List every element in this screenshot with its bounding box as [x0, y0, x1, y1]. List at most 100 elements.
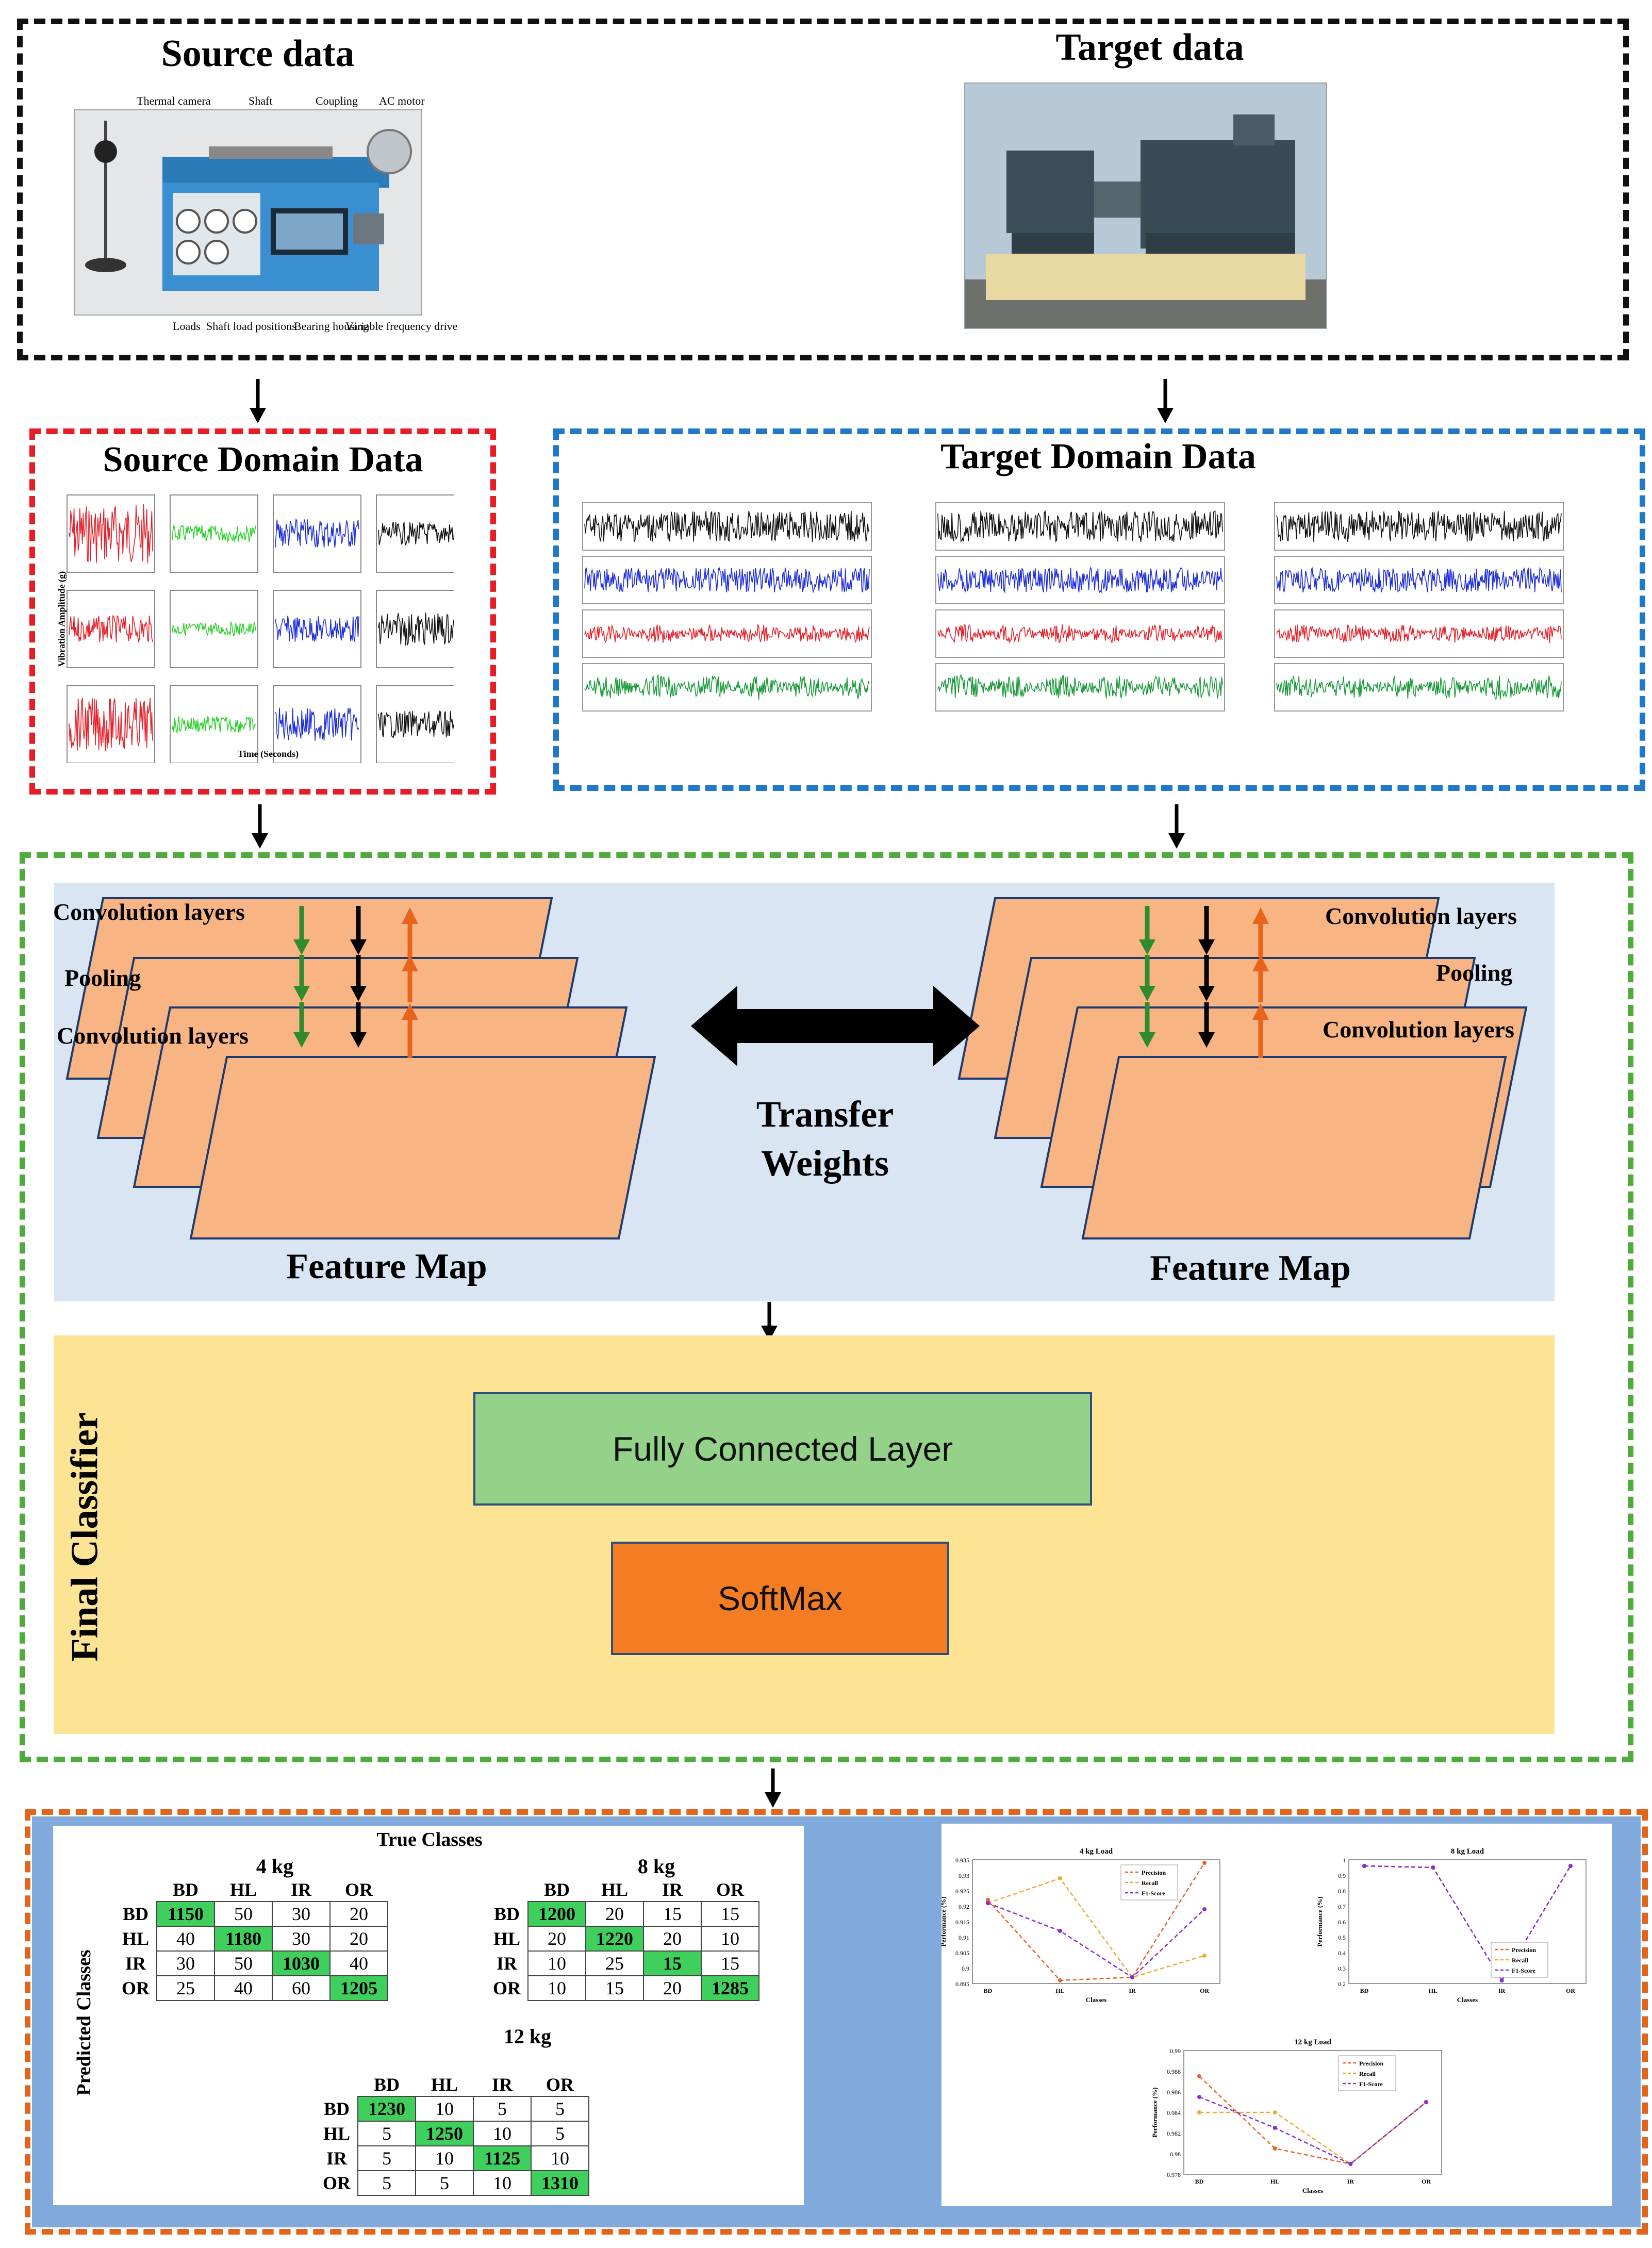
cm-12kg-col: BD — [373, 2074, 400, 2095]
cm-12kg-row: BD — [323, 2098, 350, 2119]
series-point — [1431, 1865, 1435, 1870]
cm-12kg-col: OR — [546, 2074, 574, 2095]
cm-cell: 20 — [585, 1901, 644, 1927]
callout-bearing-housing: Bearing housing — [294, 320, 369, 333]
series-point — [986, 1901, 990, 1905]
arrow-source-down — [250, 379, 266, 423]
y-tick-label: 0.982 — [1167, 2130, 1181, 2137]
callout-shaft-load-positions: Shaft load positions — [206, 320, 296, 333]
x-tick-label: HL — [1429, 1987, 1438, 1994]
source-signal-plot — [170, 590, 258, 668]
chart-title: 12 kg Load — [1294, 2038, 1331, 2046]
cm-4kg-row: OR — [122, 1978, 150, 1998]
cm-cell: 5 — [357, 2121, 416, 2146]
arrow-to-results — [765, 1768, 781, 1808]
source-ylabel: Vibration Amplitude (g) — [56, 571, 67, 667]
target-test-rig-photo — [964, 82, 1327, 329]
right-conv1-label: Convolution layers — [1325, 903, 1517, 929]
cm-cell: 10 — [531, 2145, 589, 2171]
cm-cell: 50 — [214, 1901, 273, 1927]
source-signal-trace — [172, 715, 256, 734]
y-tick-label: 0.905 — [955, 1949, 969, 1957]
source-signal-trace — [378, 612, 462, 646]
transfer-weights-line1: Transfer — [756, 1094, 894, 1135]
y-tick-label: 0.5 — [1338, 1934, 1346, 1941]
x-tick-label: IR — [1347, 2178, 1354, 2185]
cm-cell: 10 — [473, 2121, 532, 2146]
cm-cell: 30 — [156, 1951, 215, 1976]
performance-chart: 4 kg Load0.9350.930.9250.920.9150.910.90… — [939, 1847, 1220, 2004]
source-signal-trace — [275, 616, 359, 642]
target-data-title: Target data — [1055, 26, 1244, 69]
cm-cell: 1200 — [527, 1901, 586, 1927]
arrow-target-domain-down — [1168, 804, 1185, 849]
callout-thermal-camera: Thermal camera — [137, 94, 211, 107]
callout-ac-motor: AC motor — [379, 94, 425, 107]
x-axis-label: Classes — [1457, 1996, 1478, 2004]
source-data-title: Source data — [161, 32, 355, 75]
series-point — [1424, 2100, 1428, 2104]
source-signal-trace — [275, 518, 359, 548]
series-point — [1202, 1907, 1207, 1911]
predicted-classes-label: Predicted Classes — [73, 1949, 95, 2096]
series-point — [1202, 1954, 1207, 1958]
source-test-rig-photo — [74, 109, 422, 316]
left-layer-stack — [65, 897, 656, 1239]
cm-cell: 1180 — [214, 1926, 273, 1952]
series-line — [1199, 2096, 1427, 2165]
cm-cell: 40 — [214, 1975, 273, 2001]
cm-cell: 20 — [329, 1926, 388, 1952]
cm-8kg-col: BD — [543, 1879, 570, 1900]
source-signal-trace — [275, 707, 359, 741]
y-tick-label: 0.7 — [1338, 1903, 1346, 1910]
cm-8kg-row: OR — [493, 1978, 521, 1998]
feature-map-right-label: Feature Map — [1150, 1248, 1351, 1288]
y-tick-label: 0.986 — [1167, 2089, 1181, 2096]
y-axis-label: Performance (%) — [1316, 1896, 1324, 1946]
callout-vfd: Variable frequency drive — [345, 320, 458, 333]
target-signal-trace — [937, 510, 1223, 543]
x-tick-label: BD — [1195, 2178, 1204, 2185]
series-point — [1197, 2110, 1201, 2114]
source-domain-frame — [29, 428, 496, 795]
cm-cell: 5 — [415, 2170, 474, 2196]
cm-4kg-row: IR — [125, 1953, 146, 1974]
target-signal-trace — [1276, 510, 1562, 542]
cm-cell: 10 — [415, 2145, 474, 2171]
target-signal-trace — [1276, 675, 1562, 700]
right-pooling-label: Pooling — [1436, 960, 1513, 986]
target-signal-panels — [567, 500, 1645, 722]
x-tick-label: OR — [1200, 1987, 1209, 1994]
cm-cell: 15 — [701, 1901, 759, 1927]
softmax-layer: SoftMax — [611, 1542, 949, 1655]
target-signal-plot — [1274, 556, 1564, 604]
cm-12kg-row: HL — [323, 2123, 350, 2144]
cm-12kg-row: IR — [326, 2148, 347, 2169]
cm-cell: 50 — [214, 1951, 273, 1976]
cm-cell: 40 — [156, 1926, 215, 1952]
target-domain-frame — [553, 428, 1645, 791]
cm-4kg-col: BD — [172, 1879, 199, 1900]
y-tick-label: 0.935 — [955, 1857, 969, 1864]
target-signal-trace — [584, 510, 870, 542]
x-tick-label: BD — [1360, 1987, 1369, 1994]
cm-cell: 1030 — [272, 1951, 331, 1976]
cm-8kg-row: BD — [493, 1904, 520, 1924]
callout-loads: Loads — [173, 320, 201, 333]
cm-cell: 20 — [643, 1926, 702, 1952]
legend-label: Precision — [1142, 1869, 1166, 1876]
cm-cell: 20 — [329, 1901, 388, 1927]
source-signal-grid — [57, 490, 465, 764]
cm-cell: 1125 — [473, 2145, 532, 2171]
y-tick-label: 0.8 — [1338, 1888, 1346, 1895]
legend-label: F1-Score — [1512, 1967, 1535, 1974]
callout-coupling: Coupling — [316, 94, 358, 107]
cm-cell: 1230 — [357, 2096, 416, 2122]
y-tick-label: 0.98 — [1170, 2151, 1181, 2158]
series-point — [1058, 1929, 1062, 1933]
cm-cell: 10 — [527, 1975, 586, 2001]
cm-cell: 30 — [272, 1901, 331, 1927]
